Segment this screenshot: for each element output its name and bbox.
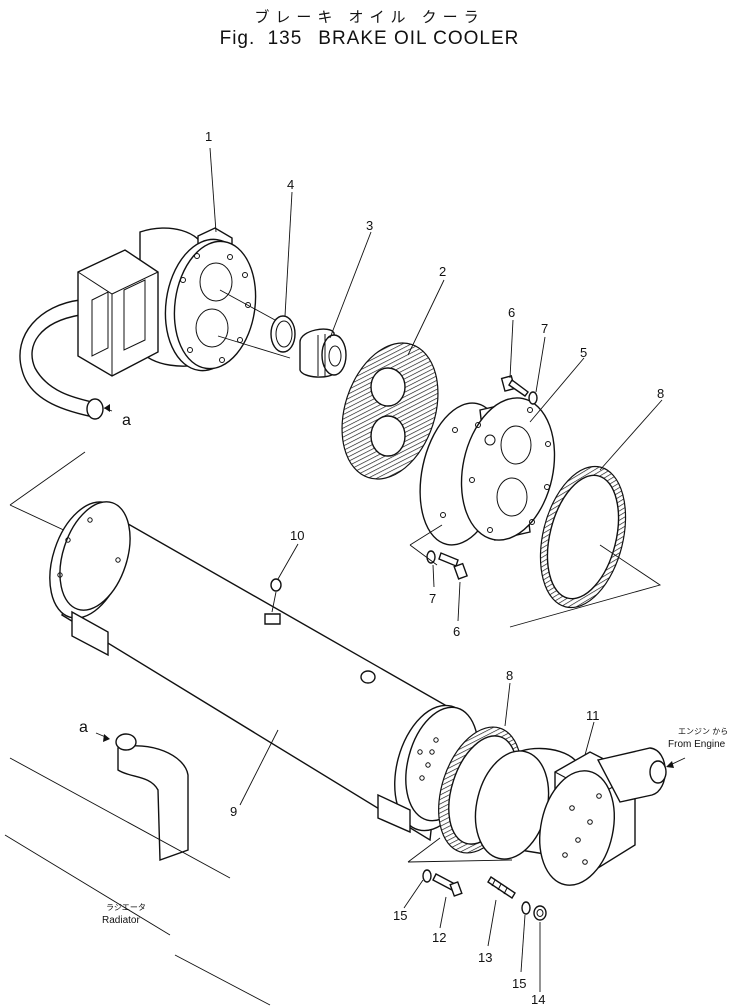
callout-15-right: 15 bbox=[512, 976, 526, 991]
callout-3: 3 bbox=[366, 218, 373, 233]
callout-8-lower: 8 bbox=[506, 668, 513, 683]
callout-6-lower: 6 bbox=[453, 624, 460, 639]
cover-part-5 bbox=[419, 397, 556, 546]
bolt-part-12 bbox=[432, 873, 463, 897]
callout-11: 11 bbox=[586, 708, 600, 723]
figure-number: 135 bbox=[267, 28, 303, 49]
radiator-pipe bbox=[4, 733, 271, 1006]
figure-title-english: BRAKE OIL COOLER bbox=[318, 28, 520, 49]
figure-title: Fig. 135 BRAKE OIL COOLER bbox=[0, 28, 739, 50]
gasket-part-2 bbox=[341, 342, 439, 480]
engine-note-english: From Engine bbox=[668, 739, 726, 750]
callout-7-lower: 7 bbox=[429, 591, 436, 606]
washer-part-15-right bbox=[521, 901, 531, 915]
title-japanese: ブレーキ オイル クーラ bbox=[254, 9, 485, 26]
callout-5: 5 bbox=[580, 345, 587, 360]
radiator-note-japanese: ラジエータ bbox=[106, 903, 146, 912]
valve-part-3 bbox=[299, 328, 347, 378]
callout-1: 1 bbox=[205, 129, 212, 144]
engine-note-japanese: エンジン から bbox=[678, 727, 728, 736]
callout-12: 12 bbox=[432, 930, 446, 945]
callout-13: 13 bbox=[478, 950, 492, 965]
washer-part-7-lower bbox=[426, 550, 436, 564]
bolt-part-6-upper bbox=[500, 375, 529, 397]
callout-4: 4 bbox=[287, 177, 294, 192]
radiator-note-english: Radiator bbox=[102, 915, 140, 926]
nipple-part-10 bbox=[264, 578, 282, 625]
callout-10: 10 bbox=[290, 528, 304, 543]
washer-part-7-upper bbox=[528, 391, 538, 405]
leader-lines bbox=[95, 147, 686, 992]
callout-14: 14 bbox=[531, 992, 545, 1007]
callout-15-left: 15 bbox=[393, 908, 407, 923]
callout-6-upper: 6 bbox=[508, 305, 515, 320]
figure-label: Fig. bbox=[219, 28, 256, 49]
stud-part-13 bbox=[487, 876, 516, 899]
connection-mark-a-top: a bbox=[122, 412, 131, 429]
housing-part-1 bbox=[19, 227, 291, 420]
callout-2: 2 bbox=[439, 264, 446, 279]
connection-mark-a-bottom: a bbox=[79, 719, 88, 736]
gasket-part-8-upper bbox=[539, 465, 627, 609]
callout-9: 9 bbox=[230, 804, 237, 819]
outlet-cover-part-11 bbox=[474, 747, 667, 886]
washer-part-15-left bbox=[422, 869, 432, 883]
nut-part-14 bbox=[533, 905, 547, 921]
cooler-body-part-9 bbox=[49, 501, 479, 842]
o-ring-part-4 bbox=[270, 315, 296, 353]
bolt-part-6-lower bbox=[438, 552, 468, 580]
callout-8-upper: 8 bbox=[657, 386, 664, 401]
callout-7-upper: 7 bbox=[541, 321, 548, 336]
